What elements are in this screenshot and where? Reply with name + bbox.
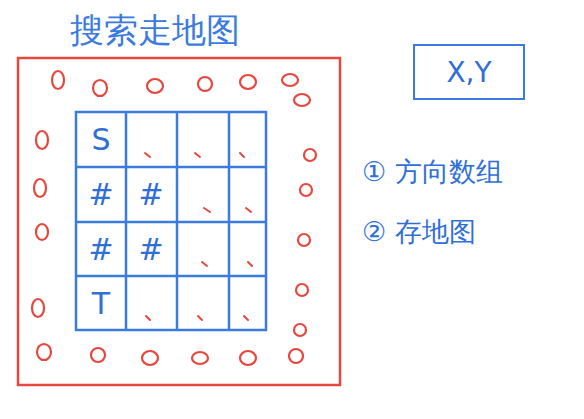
grid-line — [76, 166, 266, 169]
grid-line — [76, 275, 266, 278]
target-cell: T — [92, 286, 110, 321]
wall-cell: # — [88, 177, 113, 212]
node-text: X,Y — [446, 56, 491, 89]
cell-mark — [145, 153, 150, 157]
cell-mark — [146, 316, 150, 320]
wall-cell: # — [138, 232, 163, 267]
wall-circle — [36, 224, 48, 240]
wall-circle — [296, 284, 308, 296]
grid-outline — [76, 112, 266, 330]
wall-circle — [36, 131, 48, 149]
wall-circle — [298, 234, 310, 246]
wall-circle — [282, 74, 298, 86]
note-text: ① 方向数组 — [362, 154, 503, 190]
wall-circle — [142, 351, 158, 365]
cell-mark — [198, 316, 202, 320]
cell-mark — [204, 208, 210, 212]
cell-mark — [248, 262, 252, 266]
wall-circle — [198, 77, 212, 91]
grid-line — [76, 221, 266, 224]
note-text: ② 存地图 — [362, 214, 476, 250]
wall-circle — [300, 184, 312, 196]
wall-circle — [192, 352, 208, 364]
cell-mark — [246, 208, 251, 212]
cell-mark — [202, 262, 207, 266]
wall-circle — [289, 349, 303, 363]
wall-circles — [32, 71, 316, 365]
wall-cell: # — [138, 177, 163, 212]
wall-cell: # — [88, 232, 113, 267]
page-title: 搜索走地图 — [70, 8, 240, 54]
grid-lines — [76, 112, 266, 330]
coordinate-box: X,Y — [413, 44, 525, 100]
cell-mark — [240, 153, 244, 157]
wall-circle — [240, 351, 256, 365]
wall-circle — [240, 75, 256, 89]
wall-circle — [37, 344, 51, 360]
map-border — [18, 58, 340, 385]
wall-circle — [93, 80, 107, 96]
wall-circle — [304, 149, 316, 161]
cell-mark — [195, 153, 200, 157]
wall-circle — [294, 324, 306, 336]
cell-mark — [244, 316, 248, 320]
wall-circle — [294, 94, 310, 106]
wall-circle — [34, 179, 46, 197]
start-cell: S — [91, 122, 110, 157]
wall-circle — [32, 299, 44, 317]
wall-circle — [147, 79, 163, 93]
wall-circle — [91, 348, 105, 362]
wall-circle — [52, 71, 64, 89]
